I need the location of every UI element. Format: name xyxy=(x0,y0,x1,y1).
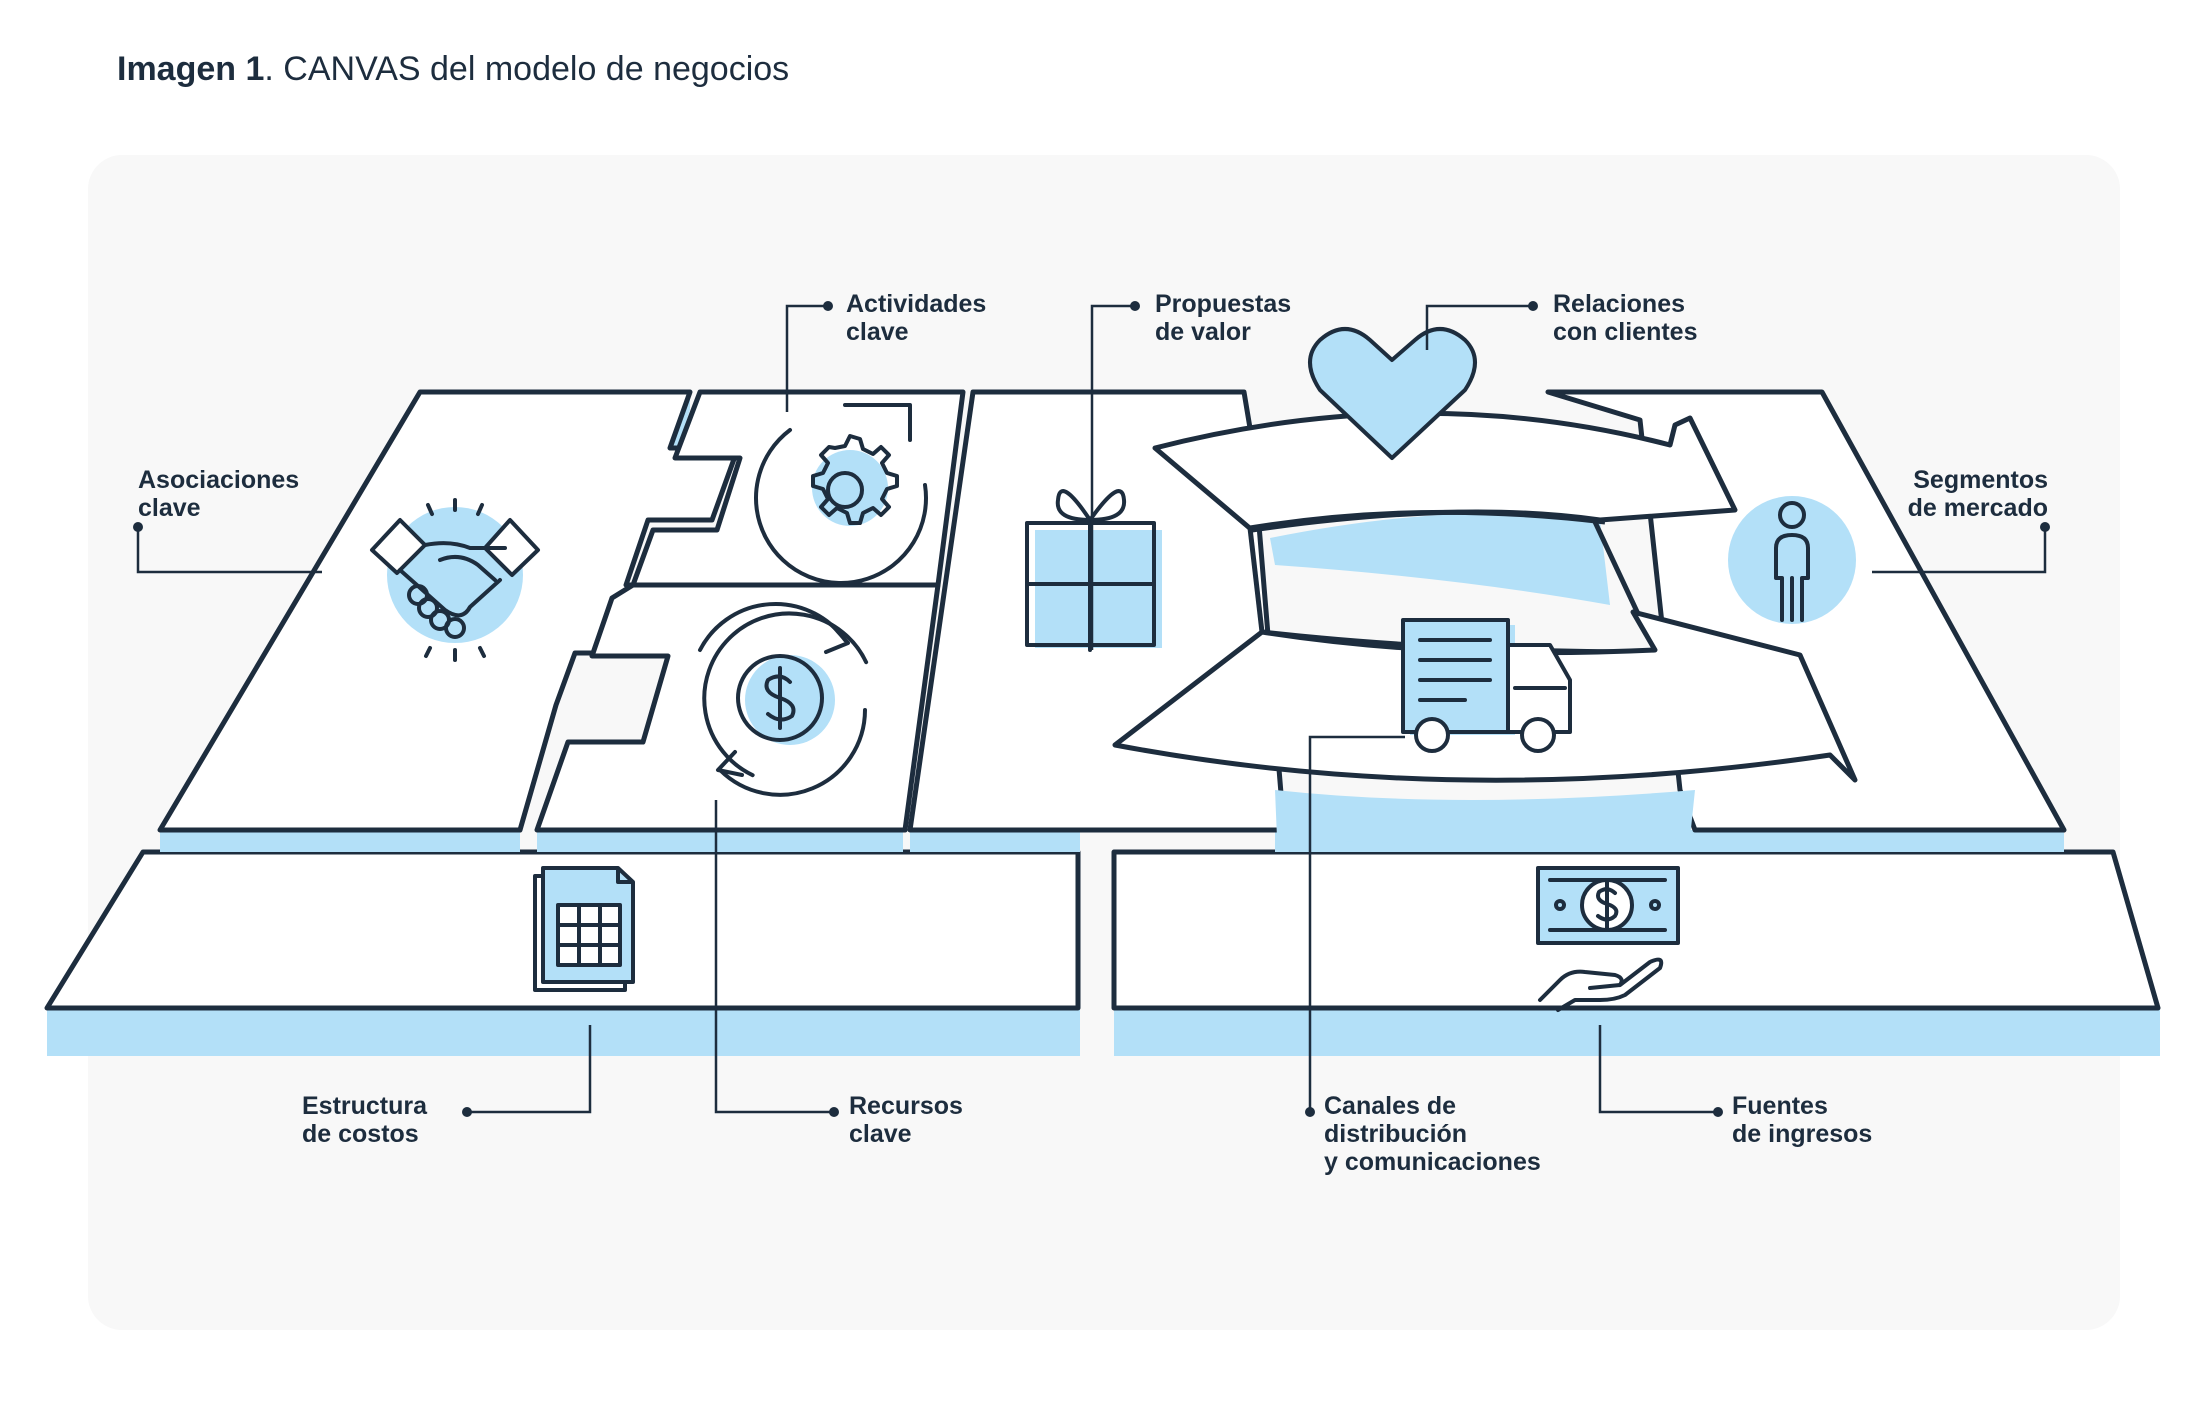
svg-text:Segmentos: Segmentos xyxy=(1913,466,2048,494)
label-cost-structure: Estructura de costos xyxy=(302,1092,428,1148)
figure-title: Imagen 1. CANVAS del modelo de negocios xyxy=(117,50,789,89)
svg-text:Fuentes: Fuentes xyxy=(1732,1092,1828,1120)
svg-text:clave: clave xyxy=(138,494,201,522)
svg-text:Recursos: Recursos xyxy=(849,1092,963,1120)
svg-text:distribución: distribución xyxy=(1324,1120,1467,1148)
leader-dots xyxy=(133,301,2050,1117)
svg-text:Estructura: Estructura xyxy=(302,1092,428,1120)
svg-text:clave: clave xyxy=(849,1120,912,1148)
svg-text:Asociaciones: Asociaciones xyxy=(138,466,299,494)
money-hand-icon xyxy=(1536,866,1680,1012)
gift-icon xyxy=(1025,489,1162,652)
title-rest: . CANVAS del modelo de negocios xyxy=(264,50,790,88)
heart-icon xyxy=(1308,327,1477,460)
svg-text:Actividades: Actividades xyxy=(846,290,986,318)
leader-lines xyxy=(136,304,2047,1114)
delivery-truck-icon xyxy=(1401,618,1572,753)
label-value-propositions: Propuestas de valor xyxy=(1155,290,1291,346)
spreadsheet-icon xyxy=(533,866,635,992)
label-key-activities: Actividades clave xyxy=(846,290,986,346)
svg-text:clave: clave xyxy=(846,318,909,346)
label-key-partners: Asociaciones clave xyxy=(138,466,299,522)
label-revenue-streams: Fuentes de ingresos xyxy=(1732,1092,1872,1148)
dollar-gear-icon xyxy=(698,602,869,797)
label-customer-relations: Relaciones con clientes xyxy=(1553,290,1698,346)
relationship-arrows xyxy=(1112,410,1858,844)
gear-cycle-icon xyxy=(754,403,928,585)
label-key-resources: Recursos clave xyxy=(849,1092,963,1148)
handshake-icon xyxy=(370,498,540,662)
svg-text:con clientes: con clientes xyxy=(1553,318,1698,346)
svg-text:Relaciones: Relaciones xyxy=(1553,290,1685,318)
label-channels: Canales de distribución y comunicaciones xyxy=(1324,1092,1541,1176)
person-icon xyxy=(1728,496,1856,624)
svg-text:Propuestas: Propuestas xyxy=(1155,290,1291,318)
svg-text:de valor: de valor xyxy=(1155,318,1251,346)
title-bold: Imagen 1 xyxy=(117,50,265,88)
svg-text:de mercado: de mercado xyxy=(1908,494,2048,522)
svg-text:y comunicaciones: y comunicaciones xyxy=(1324,1148,1541,1176)
svg-text:de costos: de costos xyxy=(302,1120,419,1148)
svg-text:Canales de: Canales de xyxy=(1324,1092,1456,1120)
svg-text:de ingresos: de ingresos xyxy=(1732,1120,1872,1148)
key-activities-slab xyxy=(630,389,966,588)
label-customer-segments: Segmentos de mercado xyxy=(1908,466,2048,522)
